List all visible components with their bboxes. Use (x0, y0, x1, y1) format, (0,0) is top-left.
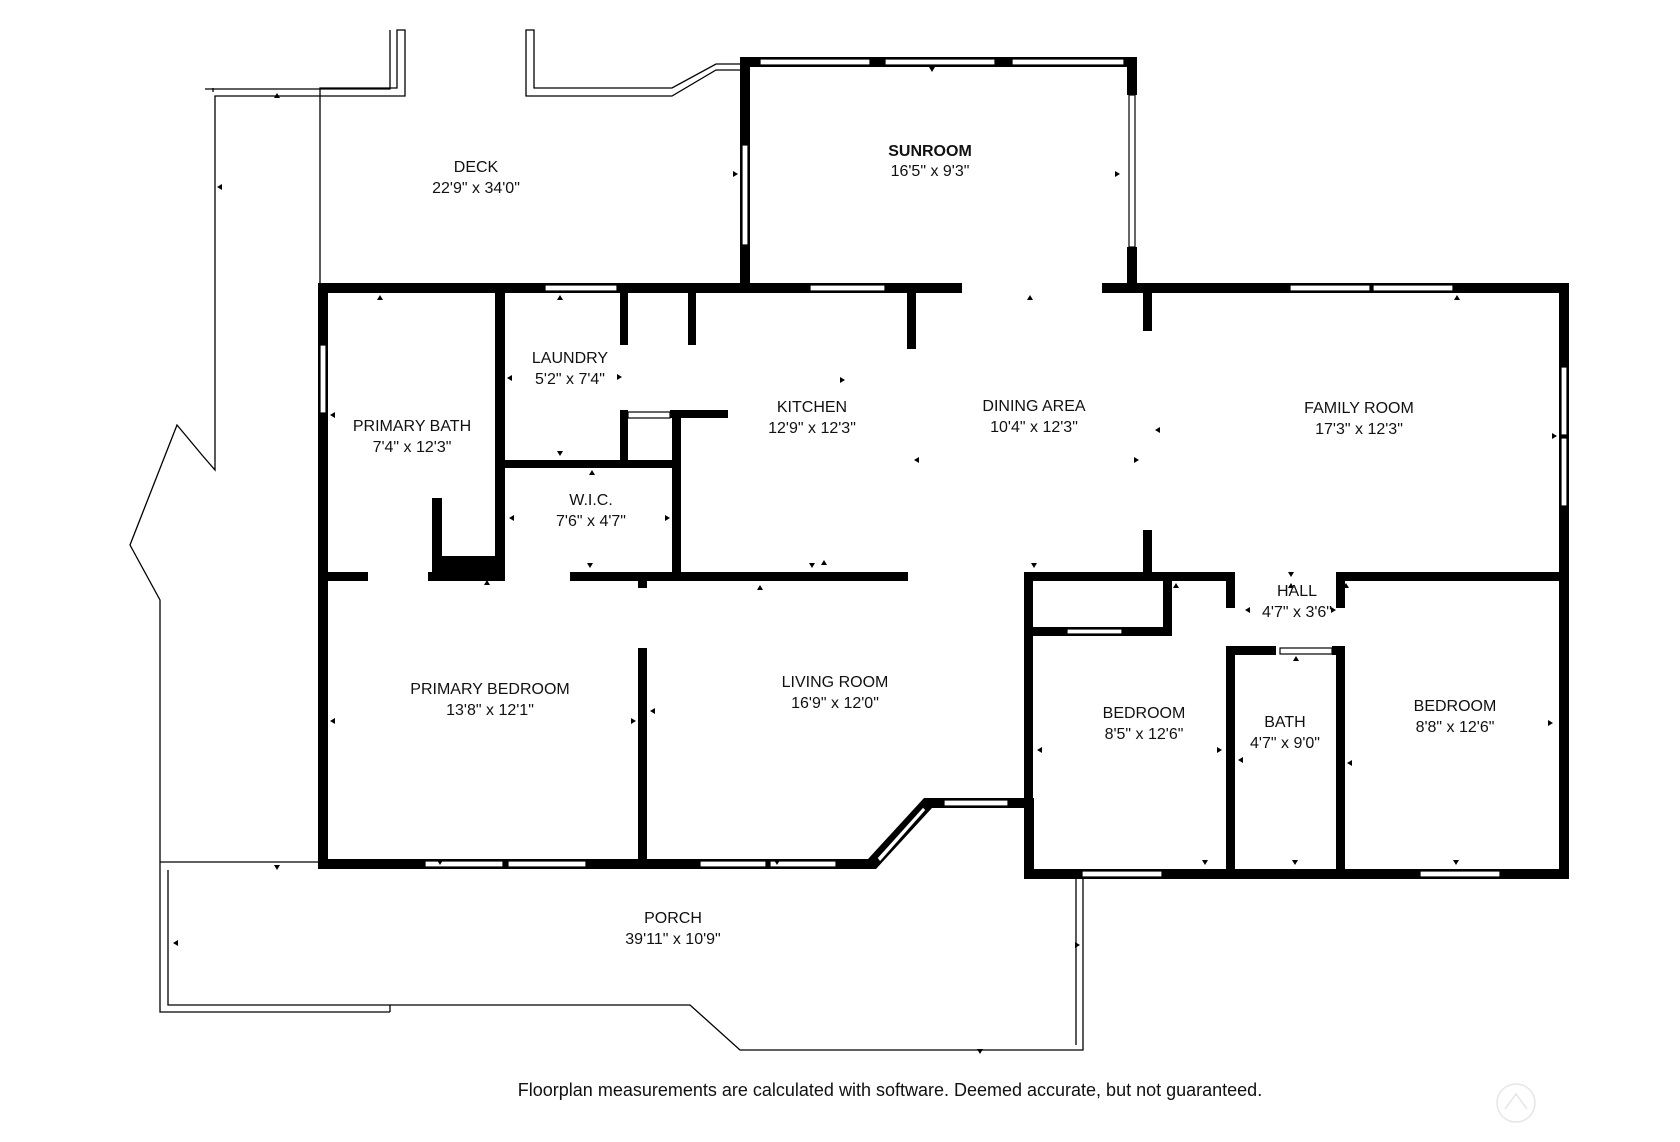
room-dims-living-room: 16'9" x 12'0" (791, 695, 879, 712)
room-name-kitchen: KITCHEN (777, 399, 847, 416)
room-label-family-room: FAMILY ROOM 17'3" x 12'3" (1304, 400, 1414, 438)
room-label-bath: BATH 4'7" x 9'0" (1250, 714, 1320, 752)
room-name-wic: W.I.C. (569, 492, 613, 509)
room-dims-bedroom-2: 8'8" x 12'6" (1416, 719, 1495, 736)
room-label-bedroom-2: BEDROOM 8'8" x 12'6" (1414, 698, 1497, 736)
room-dims-kitchen: 12'9" x 12'3" (768, 420, 856, 437)
room-name-primary-bedroom: PRIMARY BEDROOM (410, 681, 569, 698)
room-dims-wic: 7'6" x 4'7" (556, 513, 626, 530)
room-label-porch: PORCH 39'11" x 10'9" (625, 910, 720, 948)
room-name-living-room: LIVING ROOM (782, 674, 889, 691)
room-label-kitchen: KITCHEN 12'9" x 12'3" (768, 399, 856, 437)
room-dims-deck: 22'9" x 34'0" (432, 180, 520, 197)
room-label-sunroom: SUNROOM 16'5" x 9'3" (888, 143, 972, 180)
room-name-hall: HALL (1277, 583, 1317, 600)
room-name-bath: BATH (1264, 714, 1305, 731)
room-name-bedroom-1: BEDROOM (1103, 705, 1186, 722)
room-dims-bath: 4'7" x 9'0" (1250, 735, 1320, 752)
room-name-porch: PORCH (644, 910, 702, 927)
room-label-bedroom-1: BEDROOM 8'5" x 12'6" (1103, 705, 1186, 743)
room-labels: DECK 22'9" x 34'0" SUNROOM 16'5" x 9'3" … (353, 143, 1496, 948)
room-dims-hall: 4'7" x 3'6" (1262, 604, 1332, 621)
porch-outline (159, 861, 1084, 1051)
room-label-primary-bath: PRIMARY BATH 7'4" x 12'3" (353, 418, 471, 456)
interior-walls (318, 283, 1569, 879)
room-dims-primary-bath: 7'4" x 12'3" (373, 439, 452, 456)
room-name-family-room: FAMILY ROOM (1304, 400, 1414, 417)
room-dims-dining-area: 10'4" x 12'3" (990, 419, 1078, 436)
room-name-sunroom: SUNROOM (888, 143, 972, 160)
room-label-wic: W.I.C. 7'6" x 4'7" (556, 492, 626, 530)
room-dims-laundry: 5'2" x 7'4" (535, 371, 605, 388)
disclaimer-text: Floorplan measurements are calculated wi… (518, 1080, 1262, 1100)
room-name-bedroom-2: BEDROOM (1414, 698, 1497, 715)
room-dims-porch: 39'11" x 10'9" (625, 931, 720, 948)
room-dims-primary-bedroom: 13'8" x 12'1" (446, 702, 534, 719)
room-name-primary-bath: PRIMARY BATH (353, 418, 471, 435)
room-name-deck: DECK (454, 159, 499, 176)
room-dims-sunroom: 16'5" x 9'3" (891, 163, 970, 180)
room-name-laundry: LAUNDRY (532, 350, 609, 367)
watermark-logo (1496, 1083, 1536, 1123)
room-name-dining-area: DINING AREA (982, 398, 1085, 415)
room-label-hall: HALL 4'7" x 3'6" (1262, 583, 1332, 621)
sunroom-walls (740, 57, 1137, 287)
room-label-dining-area: DINING AREA 10'4" x 12'3" (982, 398, 1085, 436)
room-dims-family-room: 17'3" x 12'3" (1315, 421, 1403, 438)
room-label-deck: DECK 22'9" x 34'0" (432, 159, 520, 197)
room-label-primary-bedroom: PRIMARY BEDROOM 13'8" x 12'1" (410, 681, 569, 719)
room-label-living-room: LIVING ROOM 16'9" x 12'0" (782, 674, 889, 712)
room-label-laundry: LAUNDRY 5'2" x 7'4" (532, 350, 609, 388)
room-dims-bedroom-1: 8'5" x 12'6" (1105, 726, 1184, 743)
door-markers (173, 67, 1557, 1054)
